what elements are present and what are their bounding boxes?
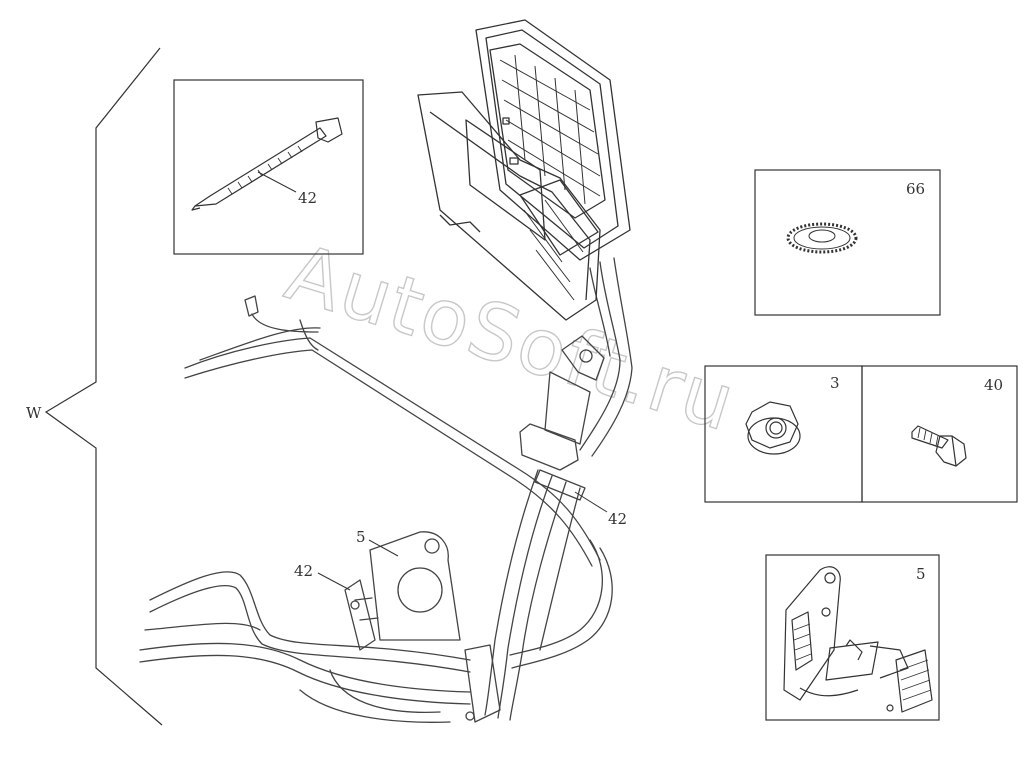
main-harness-drawing: [139, 257, 633, 723]
inset-label-bracket: 5: [916, 565, 926, 583]
inset-label-nut: 3: [830, 374, 840, 392]
inset-bolt: 40: [861, 365, 1018, 503]
callout-leaders: [317, 491, 608, 591]
callout-42-lower: 42: [294, 562, 313, 580]
inset-label-bolt: 40: [984, 376, 1003, 394]
control-module-assembly: [417, 19, 631, 321]
callout-5-main: 5: [356, 528, 366, 546]
group-letter: W: [26, 404, 42, 422]
callout-42-upper: 42: [608, 510, 627, 528]
group-brace: [44, 47, 163, 726]
inset-serrated-washer: 66: [754, 169, 941, 316]
watermark-text: AutoSoft.ru: [276, 228, 745, 450]
inset-mounting-bracket: 5: [765, 554, 940, 721]
inset-cable-tie: 42: [173, 79, 364, 255]
inset-label-tie: 42: [298, 189, 317, 207]
inset-label-washer: 66: [906, 180, 925, 198]
